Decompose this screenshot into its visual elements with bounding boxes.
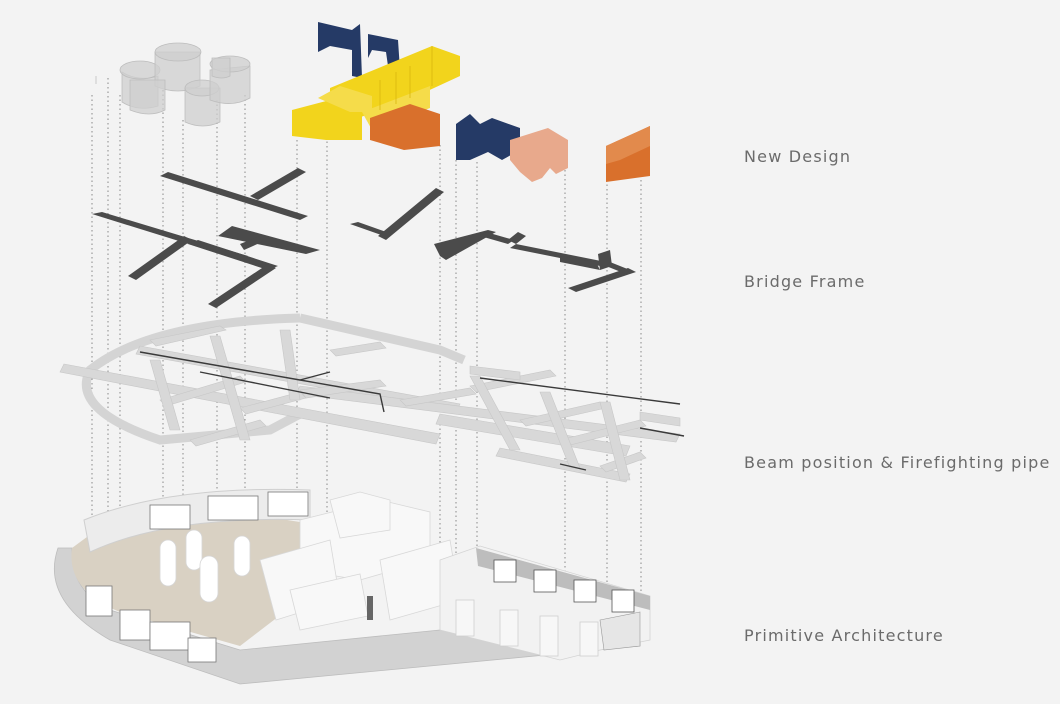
right-wing-partitions — [455, 599, 599, 657]
beam-layer — [59, 313, 685, 483]
bridge-frame-layer — [92, 168, 636, 308]
grey-cylinders — [95, 42, 251, 127]
label-bridge-frame: Bridge Frame — [744, 272, 866, 291]
label-new-design: New Design — [744, 147, 852, 166]
primitive-architecture-layer — [54, 488, 651, 685]
orange-block-right — [606, 126, 650, 182]
label-primitive-architecture: Primitive Architecture — [744, 626, 944, 645]
curved-windows — [85, 491, 309, 663]
orange-block-left — [370, 104, 440, 150]
yellow-structure — [292, 46, 460, 140]
navy-block-right — [456, 114, 520, 160]
label-beam-position-firefighting-pipe: Beam position & Firefighting pipe — [744, 453, 1051, 472]
right-wing-windows — [493, 559, 635, 613]
navy-walls-top — [318, 22, 400, 78]
round-columns — [159, 529, 251, 603]
new-design-layer — [95, 22, 650, 182]
peach-block — [510, 128, 568, 182]
